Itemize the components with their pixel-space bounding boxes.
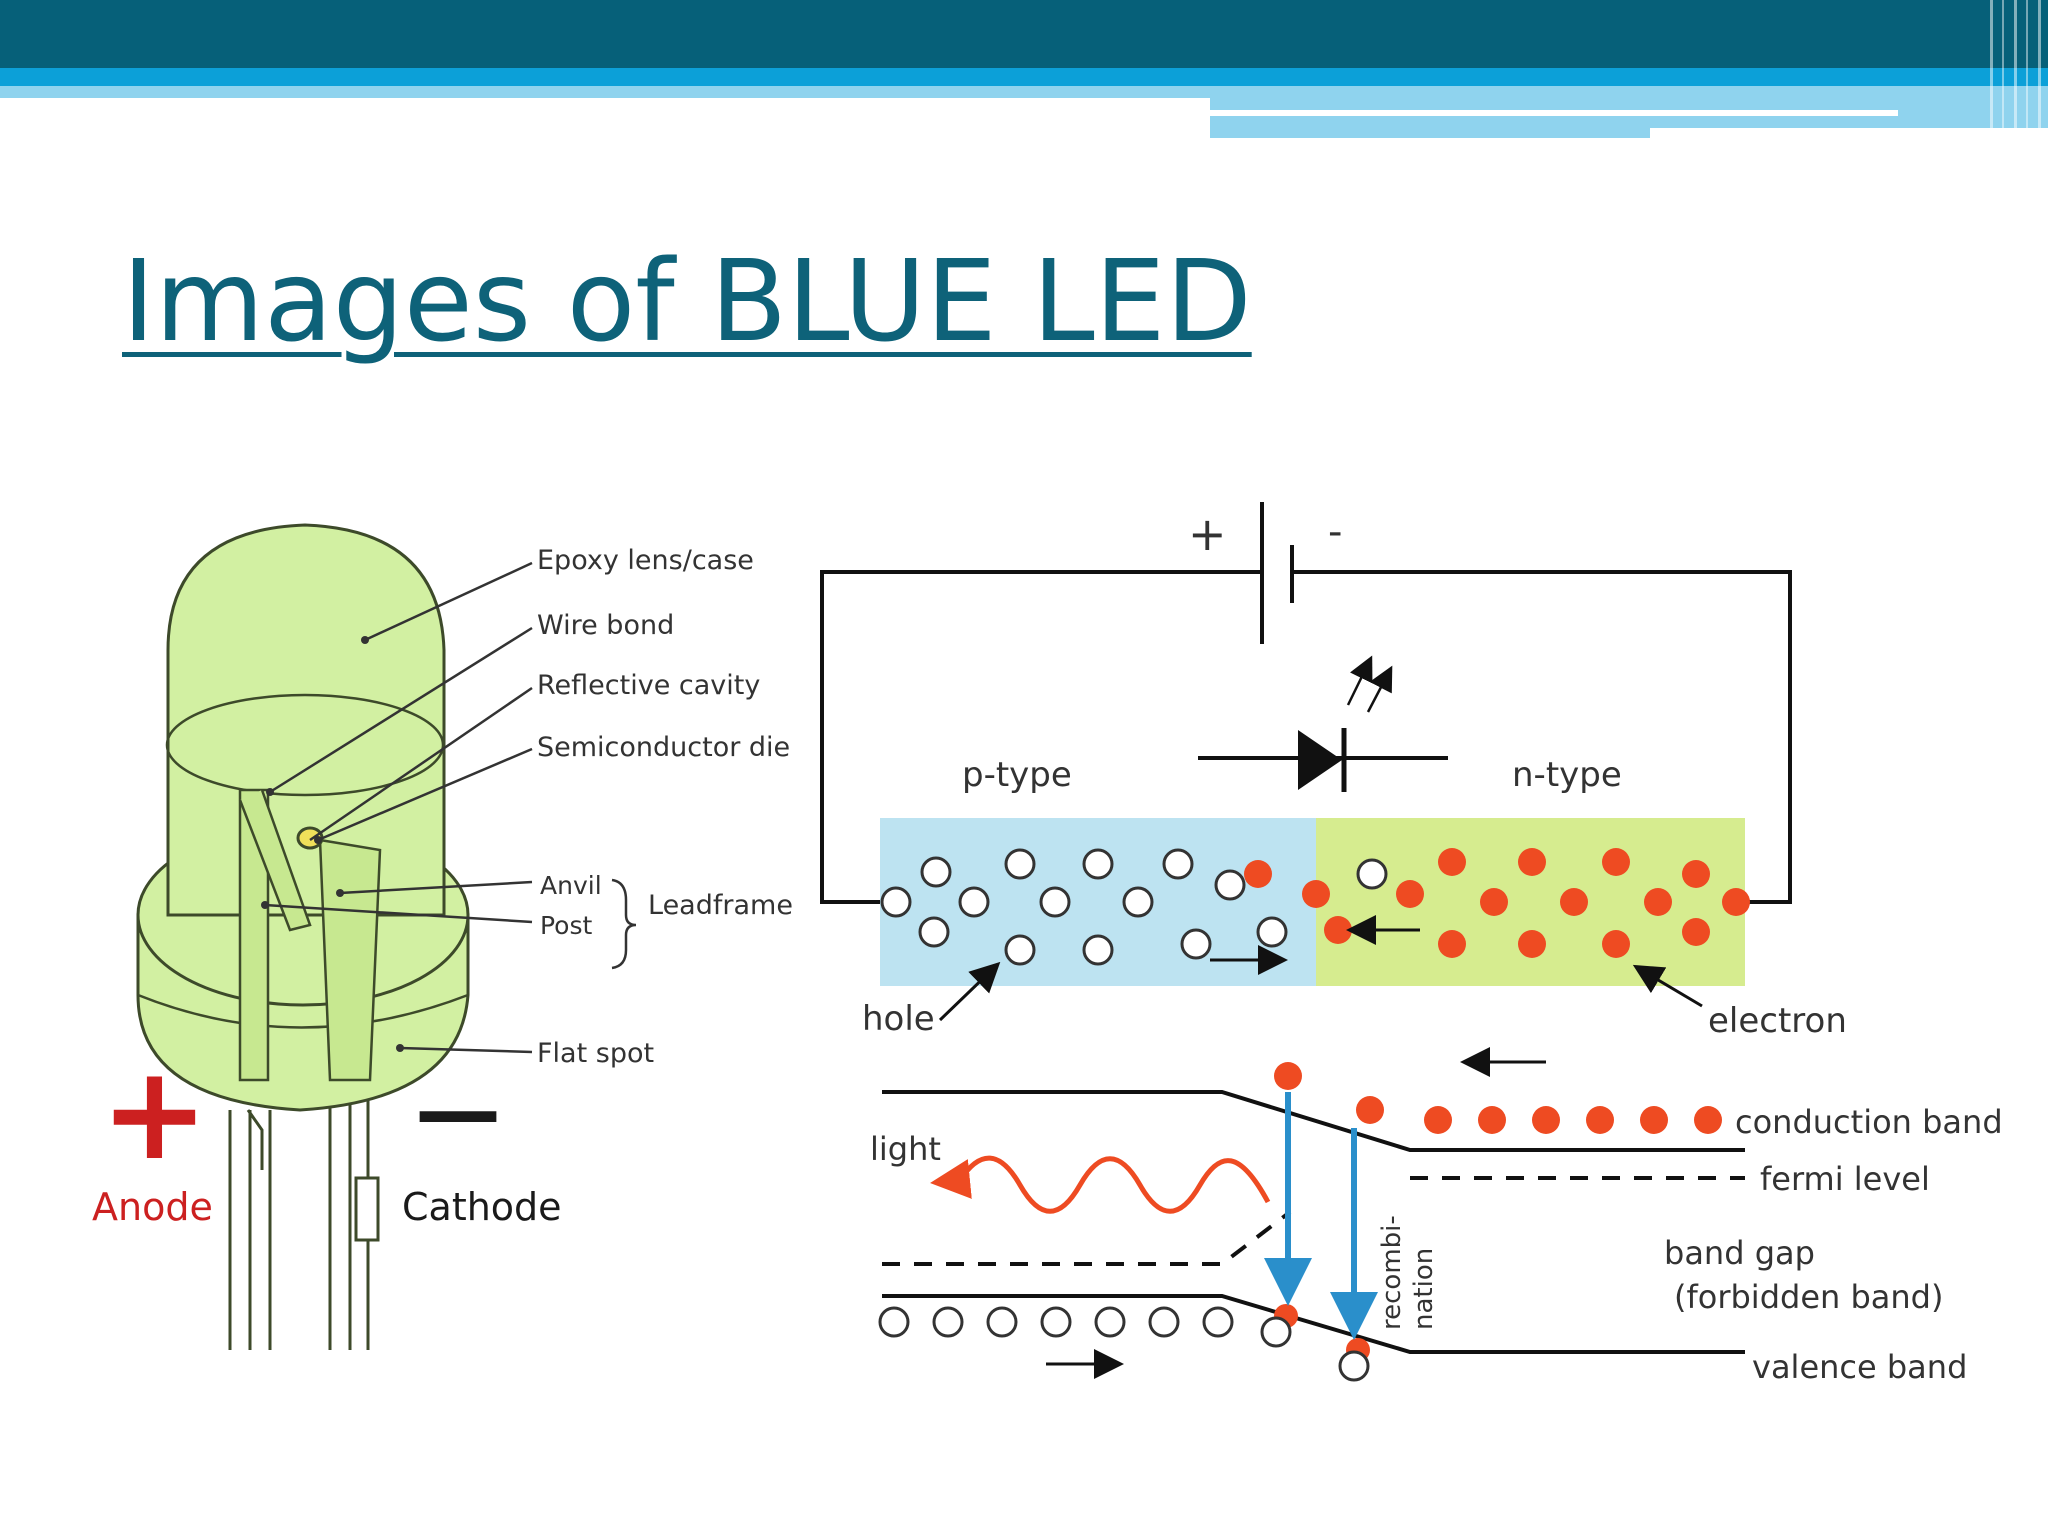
circuit-wire — [820, 570, 1792, 904]
banner-dark-stripe — [0, 0, 2048, 68]
label-wire-bond: Wire bond — [537, 610, 674, 641]
led-callout-lines — [264, 561, 637, 1054]
label-epoxy: Epoxy lens/case — [537, 545, 754, 576]
label-semiconductor-die: Semiconductor die — [537, 732, 790, 763]
banner-blue-stripe — [0, 68, 2048, 86]
drift-arrows — [938, 915, 1703, 1379]
banner-edge-lines — [1990, 0, 2041, 138]
band-gap-label: band gap — [1664, 1234, 1815, 1272]
recombination-label-1: recombi- — [1377, 1215, 1407, 1330]
valence-band-label: valence band — [1752, 1348, 1967, 1386]
banner-white-line — [1210, 110, 1898, 116]
led-callout-dots — [261, 636, 404, 1052]
conduction-band-label: conduction band — [1735, 1103, 2003, 1141]
band-holes — [878, 1306, 1370, 1382]
cathode-label: Cathode — [402, 1185, 562, 1229]
anode-plus-sign: + — [100, 1037, 209, 1189]
light-wave — [930, 1155, 1271, 1214]
n-type-label: n-type — [1512, 755, 1622, 795]
electrons — [1244, 848, 1750, 958]
led-leads — [228, 1100, 380, 1350]
fermi-level-label: fermi level — [1760, 1160, 1930, 1198]
forbidden-band-label: (forbidden band) — [1674, 1278, 1943, 1316]
energy-band-lines — [882, 1090, 1745, 1354]
label-post: Post — [540, 911, 593, 940]
band-electrons — [1274, 1062, 1722, 1362]
header-banner — [0, 0, 2048, 140]
cathode-minus-sign: — — [415, 1061, 501, 1161]
label-anvil: Anvil — [540, 871, 602, 900]
label-leadframe: Leadframe — [648, 890, 793, 921]
p-type-label: p-type — [962, 755, 1072, 795]
hole-label: hole — [862, 999, 935, 1039]
slide-title: Images of BLUE LED — [122, 237, 1252, 367]
n-region — [1316, 818, 1745, 986]
led-callout-labels: Epoxy lens/case Wire bond Reflective cav… — [537, 545, 793, 1069]
p-region — [880, 818, 1316, 986]
led-terminals: + Anode — Cathode — [92, 1037, 562, 1229]
battery-symbol — [1260, 502, 1294, 644]
light-label: light — [870, 1130, 941, 1168]
recombination-label-2: nation — [1409, 1248, 1439, 1330]
banner-pale-stripe — [0, 86, 1210, 98]
led-body — [136, 523, 470, 1112]
electron-label: electron — [1708, 1001, 1847, 1041]
battery-minus: - — [1328, 509, 1342, 555]
diode-icon — [1198, 655, 1448, 792]
battery-plus: + — [1188, 507, 1227, 561]
banner-white-notch — [1650, 128, 2048, 140]
recombination-arrows — [1264, 1092, 1378, 1340]
label-reflective-cavity: Reflective cavity — [537, 670, 760, 701]
holes — [880, 848, 1388, 966]
anode-label: Anode — [92, 1185, 213, 1229]
label-flat-spot: Flat spot — [537, 1038, 654, 1069]
